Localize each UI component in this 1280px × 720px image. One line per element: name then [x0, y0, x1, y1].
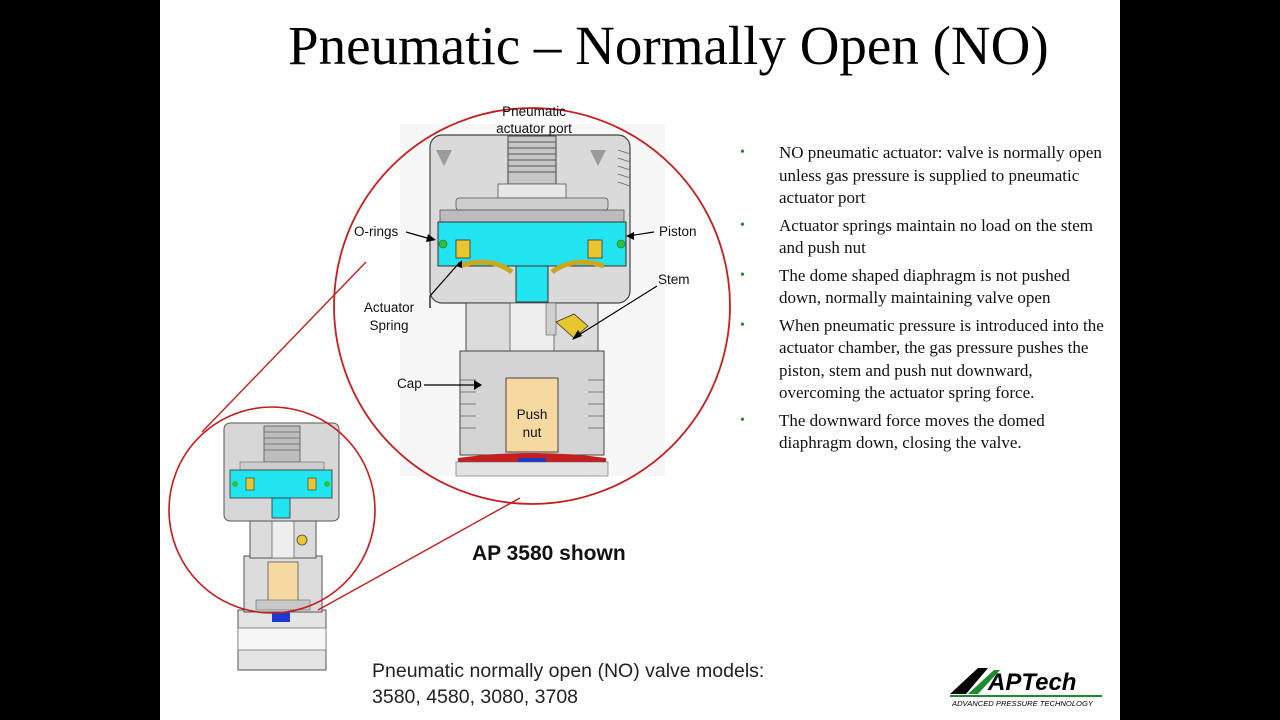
- large-callout-circle: [333, 107, 731, 505]
- label-port-line2: actuator port: [496, 121, 572, 136]
- logo-tagline: ADVANCED PRESSURE TECHNOLOGY: [951, 699, 1094, 708]
- model-caption: AP 3580 shown: [472, 542, 626, 565]
- bullet-item: • Actuator springs maintain no load on th…: [740, 215, 1110, 260]
- bullet-list: • NO pneumatic actuator: valve is normall…: [740, 142, 1110, 460]
- label-port-line1: Pneumatic: [502, 104, 566, 119]
- bullet-item: • The dome shaped diaphragm is not pushed…: [740, 265, 1110, 310]
- bullet-item: • NO pneumatic actuator: valve is normall…: [740, 142, 1110, 210]
- bullet-text: The downward force moves the domed diaph…: [779, 410, 1045, 453]
- aptech-logo: APTech ADVANCED PRESSURE TECHNOLOGY: [950, 668, 1102, 708]
- label-orings: O-rings: [354, 224, 399, 239]
- models-line1: Pneumatic normally open (NO) valve model…: [372, 660, 765, 682]
- small-callout-circle: [168, 406, 376, 614]
- label-stem: Stem: [658, 272, 690, 287]
- label-leaders: [405, 231, 658, 386]
- bullet-marker: •: [740, 267, 745, 283]
- models-line2: 3580, 4580, 3080, 3708: [372, 686, 579, 708]
- bullet-item: • The downward force moves the domed diap…: [740, 410, 1110, 455]
- label-spring-line2: Spring: [369, 318, 408, 333]
- label-cap: Cap: [397, 376, 422, 391]
- bullet-text: Actuator springs maintain no load on the…: [779, 215, 1093, 258]
- label-spring-line1: Actuator: [364, 300, 415, 315]
- slide: Pneumatic – Normally Open (NO): [160, 0, 1120, 720]
- bullet-text: NO pneumatic actuator: valve is normally…: [779, 143, 1102, 207]
- small-valve-illustration: [223, 422, 340, 671]
- label-pushnut-line2: nut: [523, 425, 542, 440]
- models-note: Pneumatic normally open (NO) valve model…: [372, 658, 764, 710]
- label-piston: Piston: [659, 224, 697, 239]
- bullet-marker: •: [740, 217, 745, 233]
- bullet-marker: •: [740, 145, 745, 160]
- bullet-item: • When pneumatic pressure is introduced i…: [740, 315, 1110, 405]
- bullet-text: The dome shaped diaphragm is not pushed …: [779, 265, 1070, 308]
- logo-brand: APTech: [987, 669, 1076, 696]
- large-valve-illustration: [400, 124, 665, 477]
- label-pushnut-line1: Push: [517, 407, 548, 422]
- valve-diagram: Pneumatic actuator port O-rings Piston S…: [168, 104, 731, 671]
- bullet-text: When pneumatic pressure is introduced in…: [779, 315, 1104, 403]
- callout-connector-top: [201, 261, 367, 433]
- slide-title: Pneumatic – Normally Open (NO): [288, 15, 1049, 76]
- callout-connector-bottom: [317, 497, 521, 611]
- bullet-marker: •: [740, 317, 745, 333]
- bullet-marker: •: [740, 412, 745, 428]
